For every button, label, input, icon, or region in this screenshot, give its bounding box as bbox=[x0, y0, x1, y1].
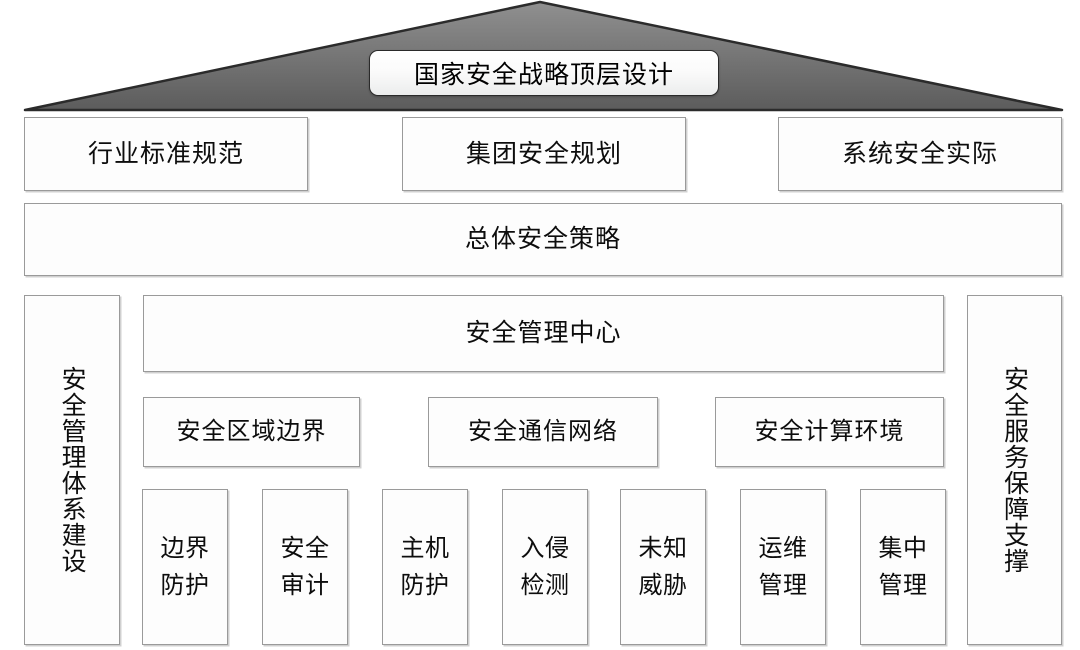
leaf-line-2: 检测 bbox=[520, 572, 570, 599]
policy-box-group-security-plan[interactable]: 集团安全规划 bbox=[402, 117, 686, 191]
zone-box-secure-area-boundary[interactable]: 安全区域边界 bbox=[143, 397, 360, 467]
overall-security-strategy-box[interactable]: 总体安全策略 bbox=[24, 203, 1062, 276]
leaf-line-2: 管理 bbox=[878, 572, 928, 599]
leaf-box-operation-maintenance-management[interactable]: 运维 管理 bbox=[740, 489, 826, 645]
leaf-line-1: 主机 bbox=[400, 534, 450, 562]
leaf-line-1: 边界 bbox=[160, 534, 210, 562]
leaf-line-1: 集中 bbox=[878, 534, 928, 562]
leaf-box-host-protection[interactable]: 主机 防护 bbox=[382, 489, 468, 645]
leaf-line-2: 防护 bbox=[160, 572, 210, 599]
leaf-line-2: 管理 bbox=[758, 572, 808, 599]
leaf-line-2: 防护 bbox=[400, 572, 450, 599]
policy-box-industry-standards[interactable]: 行业标准规范 bbox=[24, 117, 308, 191]
security-management-center-box[interactable]: 安全管理中心 bbox=[143, 295, 944, 372]
leaf-box-intrusion-detection[interactable]: 入侵 检测 bbox=[502, 489, 588, 645]
leaf-box-boundary-protection[interactable]: 边界 防护 bbox=[142, 489, 228, 645]
leaf-box-centralized-management[interactable]: 集中 管理 bbox=[860, 489, 946, 645]
leaf-line-1: 入侵 bbox=[520, 534, 570, 562]
zone-box-secure-communication-network[interactable]: 安全通信网络 bbox=[428, 397, 658, 467]
zone-box-secure-computing-environment[interactable]: 安全计算环境 bbox=[715, 397, 944, 467]
leaf-line-2: 威胁 bbox=[638, 572, 688, 599]
leaf-line-2: 审计 bbox=[280, 572, 330, 599]
pillar-security-management-system-construction[interactable]: 安全管理体系建设 bbox=[24, 295, 120, 645]
leaf-line-1: 安全 bbox=[280, 534, 330, 562]
policy-box-system-security-reality[interactable]: 系统安全实际 bbox=[778, 117, 1062, 191]
pillar-security-service-guarantee-support[interactable]: 安全服务保障支撑 bbox=[967, 295, 1062, 645]
leaf-line-1: 运维 bbox=[758, 534, 808, 562]
page-title: 国家安全战略顶层设计 bbox=[369, 50, 719, 96]
leaf-box-unknown-threat[interactable]: 未知 威胁 bbox=[620, 489, 706, 645]
leaf-box-security-audit[interactable]: 安全 审计 bbox=[262, 489, 348, 645]
leaf-line-1: 未知 bbox=[638, 534, 688, 562]
